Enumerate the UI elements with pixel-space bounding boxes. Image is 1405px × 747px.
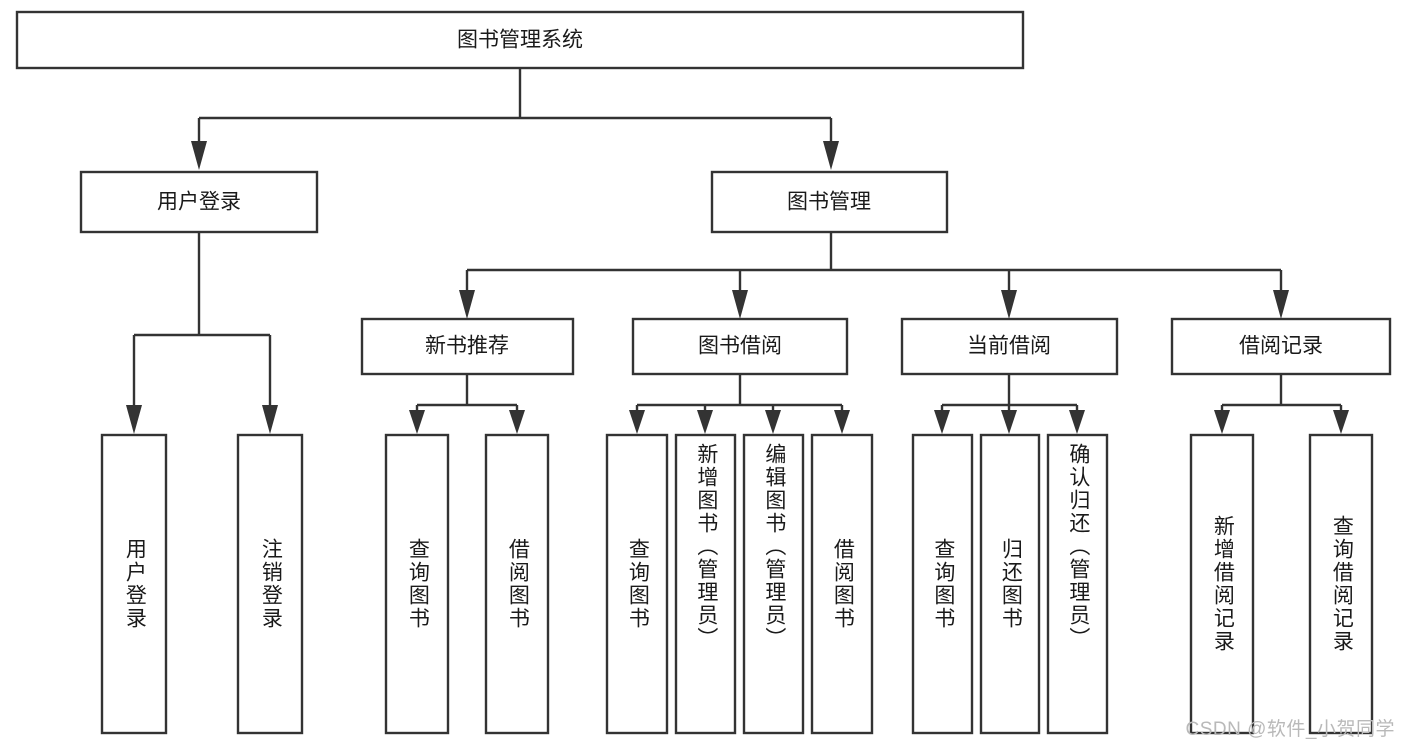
arrow-head-leaf-user-login	[126, 405, 142, 434]
node-borrow-record-box[interactable]	[1170, 317, 1392, 376]
node-book-manage-box[interactable]	[710, 170, 949, 234]
arrow-head-new-book-rec	[459, 290, 475, 319]
arrow-head-leaf-rec-query2	[1333, 410, 1349, 434]
arrow-head-book-borrow	[732, 290, 748, 319]
node-book-manage[interactable]: 图书管理	[710, 170, 949, 234]
arrow-head-borrow-record	[1273, 290, 1289, 319]
node-root[interactable]: 图书管理系统	[15, 10, 1025, 70]
node-new-book-rec[interactable]: 新书推荐	[360, 317, 575, 376]
connector-book-manage-to-level3	[459, 232, 1289, 319]
connector-borrow-record-to-leaves	[1214, 374, 1349, 434]
arrow-head-leaf-borrow-query	[629, 410, 645, 434]
arrow-head-current-borrow	[1001, 290, 1017, 319]
arrow-head-leaf-borrow-lend	[834, 410, 850, 434]
connector-current-borrow-to-leaves	[934, 374, 1085, 434]
node-new-book-rec-box[interactable]	[360, 317, 575, 376]
connector-user-login-to-leaves	[126, 232, 278, 434]
node-current-borrow[interactable]: 当前借阅	[900, 317, 1119, 376]
node-leaf-borrow-query-box[interactable]	[605, 433, 669, 735]
arrow-head-book-manage	[823, 141, 839, 170]
node-current-borrow-label: 当前借阅	[967, 335, 1051, 358]
node-leaf-rec-borrow-box[interactable]	[484, 433, 550, 735]
watermark-text: CSDN @软件_小贺同学	[1185, 719, 1395, 740]
arrow-head-leaf-borrow-edit	[765, 410, 781, 434]
node-new-book-rec-label: 新书推荐	[425, 335, 509, 358]
arrow-head-leaf-rec-borrow	[509, 410, 525, 434]
arrow-head-leaf-cur-query	[934, 410, 950, 434]
node-current-borrow-box[interactable]	[900, 317, 1119, 376]
node-root-box[interactable]	[15, 10, 1025, 70]
node-user-login[interactable]: 用户登录	[79, 170, 319, 234]
node-root-label: 图书管理系统	[457, 29, 583, 52]
node-leaf-user-logout-box[interactable]	[236, 433, 304, 735]
node-leaf-borrow-lend-box[interactable]	[810, 433, 874, 735]
node-leaf-rec-query2-box[interactable]	[1308, 433, 1374, 735]
node-user-login-label: 用户登录	[157, 191, 241, 214]
connector-book-borrow-to-leaves	[629, 374, 850, 434]
node-book-borrow[interactable]: 图书借阅	[631, 317, 849, 376]
arrow-head-leaf-rec-query	[409, 410, 425, 434]
connector-new-book-rec-to-leaves	[409, 374, 525, 434]
node-user-login-box[interactable]	[79, 170, 319, 234]
connector-root-to-level2	[191, 68, 839, 170]
node-book-borrow-box[interactable]	[631, 317, 849, 376]
arrow-head-leaf-cur-return	[1001, 410, 1017, 434]
node-leaf-cur-confirm-box[interactable]	[1046, 433, 1109, 735]
node-book-borrow-label: 图书借阅	[698, 335, 782, 358]
node-borrow-record-label: 借阅记录	[1239, 335, 1323, 358]
node-leaf-cur-query-box[interactable]	[911, 433, 974, 735]
arrow-head-user-login	[191, 141, 207, 170]
node-leaf-rec-add-box[interactable]	[1189, 433, 1255, 735]
node-leaf-cur-return-box[interactable]	[979, 433, 1041, 735]
node-leaf-user-login-box[interactable]	[100, 433, 168, 735]
node-borrow-record[interactable]: 借阅记录	[1170, 317, 1392, 376]
node-leaf-rec-query-box[interactable]	[384, 433, 450, 735]
node-leaf-borrow-add-box[interactable]	[674, 433, 737, 735]
node-book-manage-label: 图书管理	[787, 191, 871, 214]
node-leaf-borrow-edit-box[interactable]	[742, 433, 805, 735]
arrow-head-leaf-user-logout	[262, 405, 278, 434]
arrow-head-leaf-rec-add	[1214, 410, 1230, 434]
arrow-head-leaf-cur-confirm	[1069, 410, 1085, 434]
arrow-head-leaf-borrow-add	[697, 410, 713, 434]
